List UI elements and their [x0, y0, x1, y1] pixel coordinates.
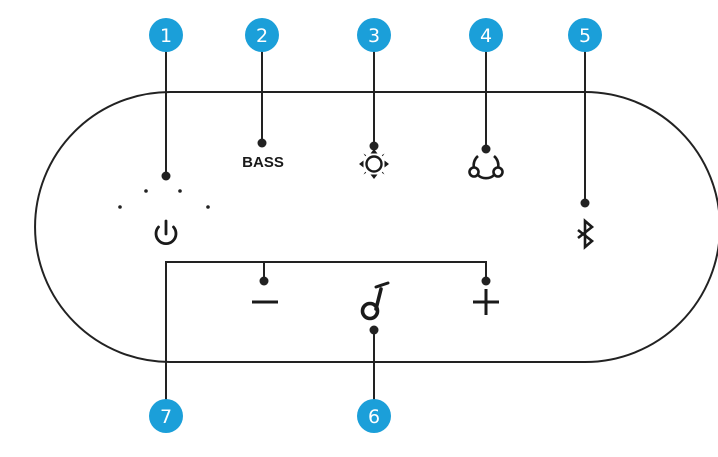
leader-dot-6	[369, 325, 379, 335]
leader-line-7	[165, 261, 487, 413]
callout-badge-3: 3	[357, 18, 391, 52]
bluetooth-icon[interactable]	[577, 218, 595, 250]
callout-badge-2: 2	[245, 18, 279, 52]
leader-dot-2	[257, 138, 267, 148]
svg-text:7: 7	[160, 406, 172, 428]
volume-up-icon[interactable]	[473, 289, 499, 315]
leader-dots	[161, 138, 590, 335]
leader-dot-3	[369, 141, 379, 151]
leader-lines	[165, 38, 586, 413]
power-icon[interactable]	[154, 219, 178, 246]
leader-dot-7-minus	[259, 276, 269, 286]
light-icon[interactable]	[359, 149, 389, 179]
svg-text:1: 1	[160, 25, 172, 47]
party-mode-icon[interactable]	[468, 155, 504, 180]
power-indicator-dots	[118, 189, 210, 209]
svg-text:3: 3	[368, 25, 380, 47]
leader-dot-7-plus	[481, 276, 491, 286]
play-pause-icon[interactable]	[360, 281, 390, 321]
callout-badge-5: 5	[568, 18, 602, 52]
leader-dot-1	[161, 171, 171, 181]
svg-text:5: 5	[579, 25, 591, 47]
svg-text:4: 4	[480, 25, 492, 47]
control-panel-outline	[34, 91, 718, 363]
callout-badge-4: 4	[469, 18, 503, 52]
leader-dot-5	[580, 198, 590, 208]
callout-badges: 1 2 3 4 5 6 7	[149, 18, 602, 433]
bass-button-label[interactable]: BASS	[242, 154, 284, 171]
svg-text:2: 2	[256, 25, 268, 47]
callout-badge-1: 1	[149, 18, 183, 52]
leader-dot-4	[481, 144, 491, 154]
svg-text:6: 6	[368, 406, 380, 428]
callout-badge-7: 7	[149, 399, 183, 433]
callout-badge-6: 6	[357, 399, 391, 433]
